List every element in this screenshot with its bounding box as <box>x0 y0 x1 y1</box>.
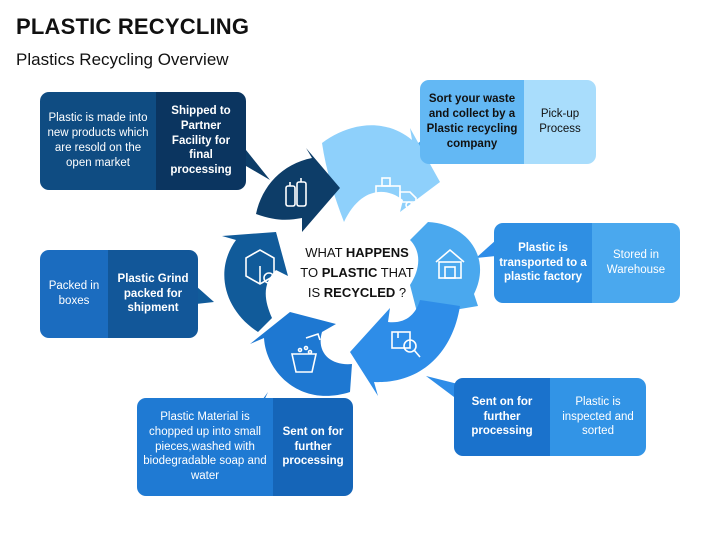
warehouse-icon <box>435 248 465 279</box>
warehouse-title: Plastic is transported to a plastic fact… <box>494 223 592 303</box>
ship-box-pointer <box>246 150 270 180</box>
packed-box-icon <box>245 249 275 285</box>
inspect-box-icon <box>391 331 421 358</box>
center-question-line-1: WHAT HAPPENS <box>305 245 409 260</box>
washing-icon <box>291 332 321 373</box>
warehouse-box-pointer <box>476 240 496 258</box>
ship-label: Plastic is made into new products which … <box>40 92 156 190</box>
step-box-inspect: Sent on for further processing Plastic i… <box>454 378 646 456</box>
step-box-pickup: Sort your waste and collect by a Plastic… <box>420 80 596 164</box>
center-question-line-2: TO PLASTIC THAT <box>300 265 414 281</box>
pickup-label: Pick-up Process <box>524 80 596 164</box>
inspect-box-pointer <box>426 376 458 400</box>
cycle-arrow-ship <box>256 148 340 232</box>
page-title: PLASTIC RECYCLING <box>16 14 250 39</box>
inspect-title: Sent on for further processing <box>454 378 550 456</box>
center-question-line-3: IS RECYCLED ? <box>307 285 407 301</box>
wash-label: Plastic Material is chopped up into smal… <box>137 398 273 496</box>
step-box-pack: Packed in boxes Plastic Grind packed for… <box>40 250 198 338</box>
pack-title: Plastic Grind packed for shipment <box>108 250 198 338</box>
delivery-truck-icon <box>375 177 417 209</box>
pack-label: Packed in boxes <box>40 250 108 338</box>
pickup-title: Sort your waste and collect by a Plastic… <box>420 80 524 164</box>
step-box-warehouse: Plastic is transported to a plastic fact… <box>494 223 680 303</box>
bottles-icon <box>285 178 307 207</box>
warehouse-label: Stored in Warehouse <box>592 223 680 303</box>
ship-title: Shipped to Partner Facility for final pr… <box>156 92 246 190</box>
wash-title: Sent on for further processing <box>273 398 353 496</box>
inspect-label: Plastic is inspected and sorted <box>550 378 646 456</box>
step-box-ship: Plastic is made into new products which … <box>40 92 246 190</box>
center-question: WHAT HAPPENS TO PLASTIC THAT IS RECYCLED… <box>296 243 418 303</box>
step-box-wash: Plastic Material is chopped up into smal… <box>137 398 353 496</box>
page-subtitle: Plastics Recycling Overview <box>16 50 229 69</box>
pack-box-pointer <box>196 286 214 304</box>
cycle-arrow-pickup <box>322 125 440 222</box>
